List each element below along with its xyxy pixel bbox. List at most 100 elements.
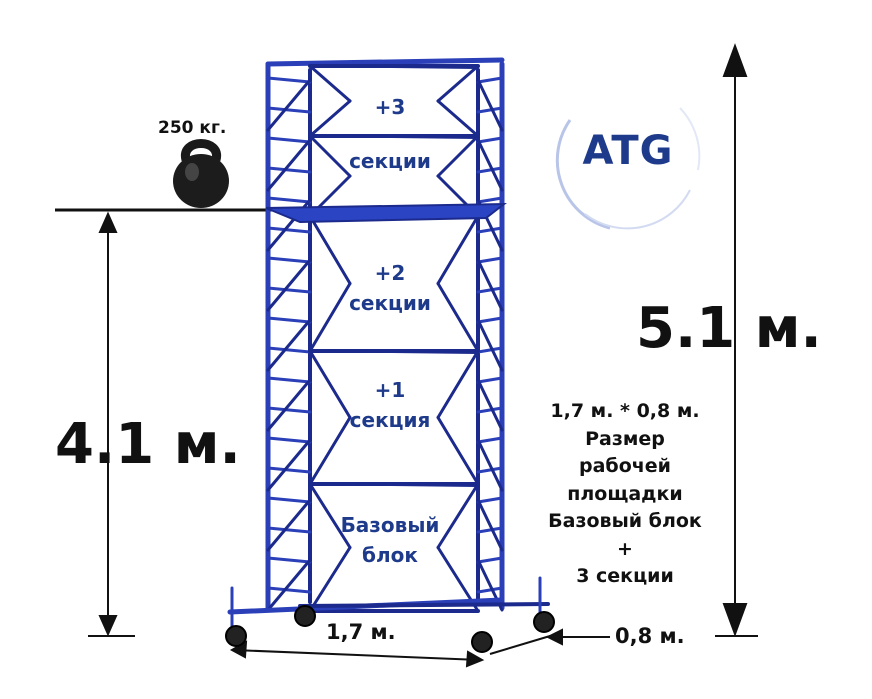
side-brace-right: [476, 258, 504, 312]
section-top-word: секции: [349, 149, 431, 173]
side-rung-right: [476, 256, 504, 264]
cross-brace: [436, 214, 480, 285]
top-rail: [265, 57, 505, 67]
width-label: 1,7 м.: [326, 620, 396, 644]
cross-brace: [308, 482, 352, 549]
side-rung-left: [266, 196, 312, 204]
cross-brace: [436, 134, 480, 178]
platform-height-label: 4.1 м.: [55, 412, 241, 477]
side-brace-left: [266, 438, 312, 492]
depth-pointer-head: [545, 628, 563, 646]
cross-brace: [308, 282, 352, 353]
side-rung-left: [266, 556, 312, 564]
side-rung-left: [266, 436, 312, 444]
side-rung-left: [266, 496, 312, 504]
side-rung-right: [476, 76, 504, 84]
section-mid-count: +2: [374, 261, 406, 285]
cross-brace: [308, 416, 352, 486]
side-brace-right: [476, 438, 504, 492]
side-rung-left: [266, 76, 312, 84]
side-rung-left: [266, 526, 312, 534]
spec-line: Размер: [585, 427, 665, 450]
side-rung-right: [476, 376, 504, 384]
side-rung-right: [476, 586, 504, 594]
side-rung-right: [476, 496, 504, 504]
side-rung-left: [266, 346, 312, 354]
work-platform: [265, 202, 507, 224]
cross-brace: [436, 99, 480, 138]
side-rung-right: [476, 316, 504, 324]
frame-rail: [309, 135, 479, 139]
side-rung-right: [476, 286, 504, 294]
cross-brace: [436, 64, 480, 103]
frame-rail: [309, 65, 479, 69]
section-top-label: +3 секции: [320, 92, 460, 176]
cross-brace: [436, 416, 480, 486]
side-rung-left: [266, 406, 312, 414]
cross-brace: [308, 349, 352, 419]
side-rung-right: [476, 406, 504, 414]
section-mid-label: +2 секции: [320, 258, 460, 318]
side-brace-left: [266, 78, 312, 132]
atg-logo: [555, 90, 701, 230]
side-rung-left: [266, 226, 312, 234]
cross-brace: [308, 214, 352, 285]
depth-label: 0,8 м.: [615, 624, 685, 648]
section-mid-word: секции: [349, 291, 431, 315]
section-base-label: Базовый блок: [320, 510, 460, 570]
cross-brace: [308, 99, 352, 138]
wheel: [471, 631, 493, 653]
depth-arrow: [489, 635, 551, 655]
frame-rail: [309, 350, 479, 354]
side-brace-right: [476, 78, 504, 132]
side-rung-right: [476, 166, 504, 174]
side-brace-left: [266, 498, 312, 552]
cross-brace: [308, 546, 352, 613]
section-base-line2: блок: [362, 543, 418, 567]
side-brace-left: [266, 558, 312, 612]
side-rung-right: [476, 196, 504, 204]
side-brace-left: [266, 378, 312, 432]
spec-line: Базовый блок: [548, 510, 702, 532]
section-base-line1: Базовый: [340, 513, 440, 537]
kettlebell-icon: [173, 139, 229, 208]
section-low-word: секция: [349, 408, 431, 432]
side-rung-left: [266, 316, 312, 324]
side-rung-right: [476, 136, 504, 144]
spec-line: рабочей: [579, 455, 671, 477]
platform-height-arrow-bottom: [98, 615, 118, 637]
side-rung-right: [476, 226, 504, 234]
side-brace-left: [266, 318, 312, 372]
wheel: [225, 625, 247, 647]
spec-line: площадки: [567, 482, 683, 505]
side-brace-right: [476, 318, 504, 372]
base-beam-back: [298, 602, 550, 608]
side-rung-left: [266, 376, 312, 384]
side-brace-right: [476, 378, 504, 432]
total-height-arrow-bottom: [722, 603, 748, 637]
side-rung-left: [266, 256, 312, 264]
side-rung-right: [476, 556, 504, 564]
side-rung-left: [266, 466, 312, 474]
spec-line: 3 секции: [576, 565, 674, 587]
cross-brace: [436, 282, 480, 353]
spec-line: +: [617, 537, 633, 560]
cross-brace: [436, 349, 480, 419]
cross-brace: [308, 134, 352, 178]
width-arrow: [233, 649, 481, 661]
scaffold-tower: [225, 57, 555, 653]
weight-label: 250 кг.: [158, 118, 227, 138]
logo-text: ATG: [582, 128, 674, 174]
frame-rail: [309, 483, 479, 487]
side-rung-left: [266, 136, 312, 144]
cross-brace: [308, 64, 352, 103]
side-brace-right: [476, 138, 504, 192]
side-rung-right: [476, 106, 504, 114]
side-brace-left: [266, 138, 312, 192]
wheel: [294, 605, 316, 627]
side-rung-right: [476, 436, 504, 444]
side-rung-right: [476, 466, 504, 474]
side-rung-left: [266, 166, 312, 174]
section-low-label: +1 секция: [320, 375, 460, 435]
